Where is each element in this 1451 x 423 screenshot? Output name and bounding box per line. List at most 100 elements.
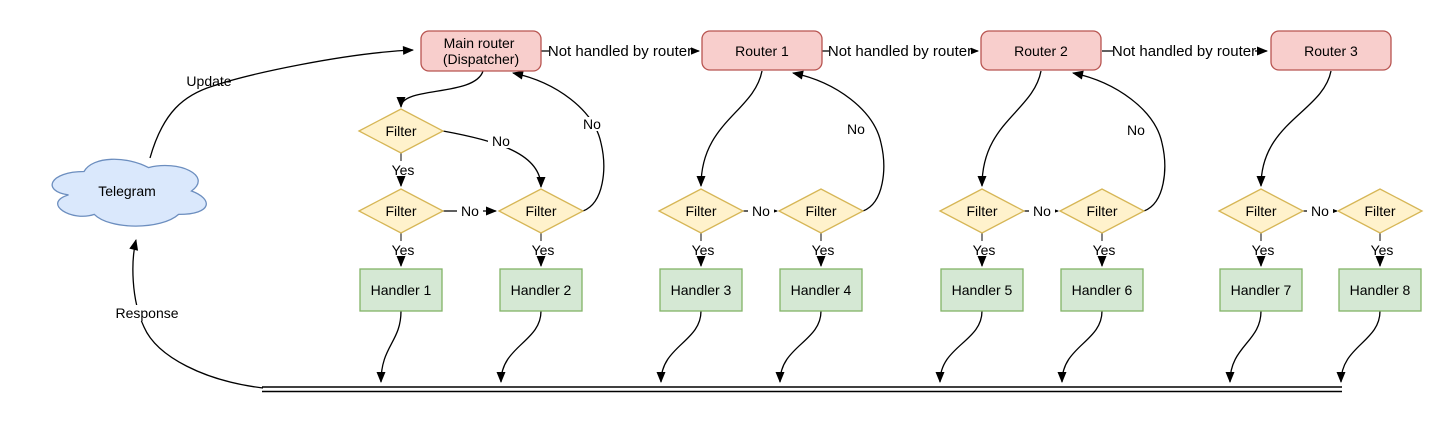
update-label: Update	[186, 73, 231, 89]
handler6-bus-edge	[1057, 310, 1103, 383]
filter-node: Filter	[1336, 188, 1424, 234]
filter-diamond	[1336, 188, 1424, 234]
no-label-bg	[579, 117, 605, 131]
handler-label: Handler 3	[671, 282, 732, 298]
telegram-cloud-node: Telegram	[51, 158, 207, 227]
response-label-bg	[111, 305, 184, 321]
handler4-bus-edge	[775, 310, 822, 383]
yes-label: Yes	[532, 242, 555, 258]
router1-to-filter-edge	[696, 70, 763, 187]
no-label-bg	[457, 204, 483, 218]
handler-label: Handler 6	[1072, 282, 1133, 298]
no-label: No	[1033, 203, 1051, 219]
no-label-bg	[1307, 204, 1333, 218]
filter-diamond	[938, 188, 1026, 234]
filter-label: Filter	[385, 203, 416, 219]
filter-node: Filter	[357, 188, 445, 234]
handler-box	[940, 268, 1024, 312]
cloud-label: Telegram	[98, 183, 156, 199]
response-edge	[129, 239, 264, 389]
filter-node: Filter	[497, 188, 585, 234]
handler2-bus-edge	[496, 310, 542, 383]
filter-label: Filter	[385, 123, 416, 139]
not-handled-label: Not handled by router	[1112, 43, 1256, 60]
handler-node: Handler 1	[359, 268, 443, 312]
router-3-node: Router 3	[1270, 30, 1392, 71]
filter-diamond	[777, 188, 865, 234]
dispatcher-node: Main router (Dispatcher)	[420, 30, 542, 72]
handler7-bus-edge	[1225, 310, 1262, 383]
filter-label: Filter	[525, 203, 556, 219]
filter-label: Filter	[1086, 203, 1117, 219]
no-label: No	[752, 203, 770, 219]
not-handled-label: Not handled by router	[548, 43, 692, 60]
filter4-back-edge	[792, 70, 885, 212]
router-2-label: Router 2	[1014, 43, 1068, 59]
filter-diamond	[357, 188, 445, 234]
no-label: No	[492, 133, 510, 149]
handler-node: Handler 7	[1219, 268, 1303, 312]
handler-node: Handler 3	[659, 268, 743, 312]
handler-box	[779, 268, 863, 312]
not-handled-label-bg	[829, 43, 971, 59]
filter-diamond	[357, 108, 445, 154]
handler-node: Handler 4	[779, 268, 863, 312]
router3-to-filter-edge	[1256, 70, 1332, 187]
yes-label: Yes	[1093, 242, 1116, 258]
dispatcher-box	[420, 30, 542, 72]
filter-diamond	[1217, 188, 1305, 234]
handler3-bus-edge	[656, 310, 702, 383]
handler-box	[659, 268, 743, 312]
router-1-node: Router 1	[701, 30, 823, 71]
handler-label: Handler 2	[511, 282, 572, 298]
router-2-box	[980, 30, 1102, 71]
filter-diamond	[1058, 188, 1146, 234]
handler-box	[1060, 268, 1144, 312]
filter-label: Filter	[1364, 203, 1395, 219]
handler-box	[359, 268, 443, 312]
yes-label: Yes	[692, 242, 715, 258]
no-label-bg	[748, 204, 774, 218]
yes-label: Yes	[973, 242, 996, 258]
update-edge	[149, 45, 414, 159]
handler8-bus-edge	[1336, 310, 1381, 383]
handler-label: Handler 1	[371, 282, 432, 298]
no-label-bg	[1123, 123, 1149, 137]
handler-label: Handler 5	[952, 282, 1013, 298]
filter2-back-edge	[512, 70, 605, 212]
not-handled-label: Not handled by router	[828, 43, 972, 60]
filter-node: Filter	[938, 188, 1026, 234]
handler-box	[499, 268, 583, 312]
no-label: No	[847, 121, 865, 137]
yes-label: Yes	[392, 242, 415, 258]
no-label: No	[1127, 122, 1145, 138]
not-handled-label-bg	[1113, 43, 1255, 59]
yes-label: Yes	[812, 242, 835, 258]
no-label: No	[1311, 203, 1329, 219]
no-label-bg	[488, 134, 514, 148]
edge-labels: Update Response Not handled by router No…	[111, 43, 1393, 321]
filter-diamond	[657, 188, 745, 234]
yes-label: Yes	[1371, 242, 1394, 258]
handler-label: Handler 7	[1231, 282, 1292, 298]
filter-label: Filter	[805, 203, 836, 219]
handler-label: Handler 4	[791, 282, 852, 298]
handler-node: Handler 2	[499, 268, 583, 312]
handler-label: Handler 8	[1350, 282, 1411, 298]
dispatcher-label: Main router (Dispatcher)	[443, 35, 519, 67]
no-label: No	[583, 116, 601, 132]
yes-label: Yes	[392, 162, 415, 178]
filter-node: Filter	[1217, 188, 1305, 234]
router-2-node: Router 2	[980, 30, 1102, 71]
not-handled-label-bg	[549, 43, 691, 59]
no-label-bg	[843, 122, 869, 136]
router-3-label: Router 3	[1304, 43, 1358, 59]
dispatcher-to-filter-edge	[396, 70, 484, 108]
filter-node: Filter	[357, 108, 445, 154]
edges	[129, 45, 1385, 393]
cloud-shape	[51, 158, 207, 227]
filter-diamond	[497, 188, 585, 234]
handler-node: Handler 6	[1060, 268, 1144, 312]
